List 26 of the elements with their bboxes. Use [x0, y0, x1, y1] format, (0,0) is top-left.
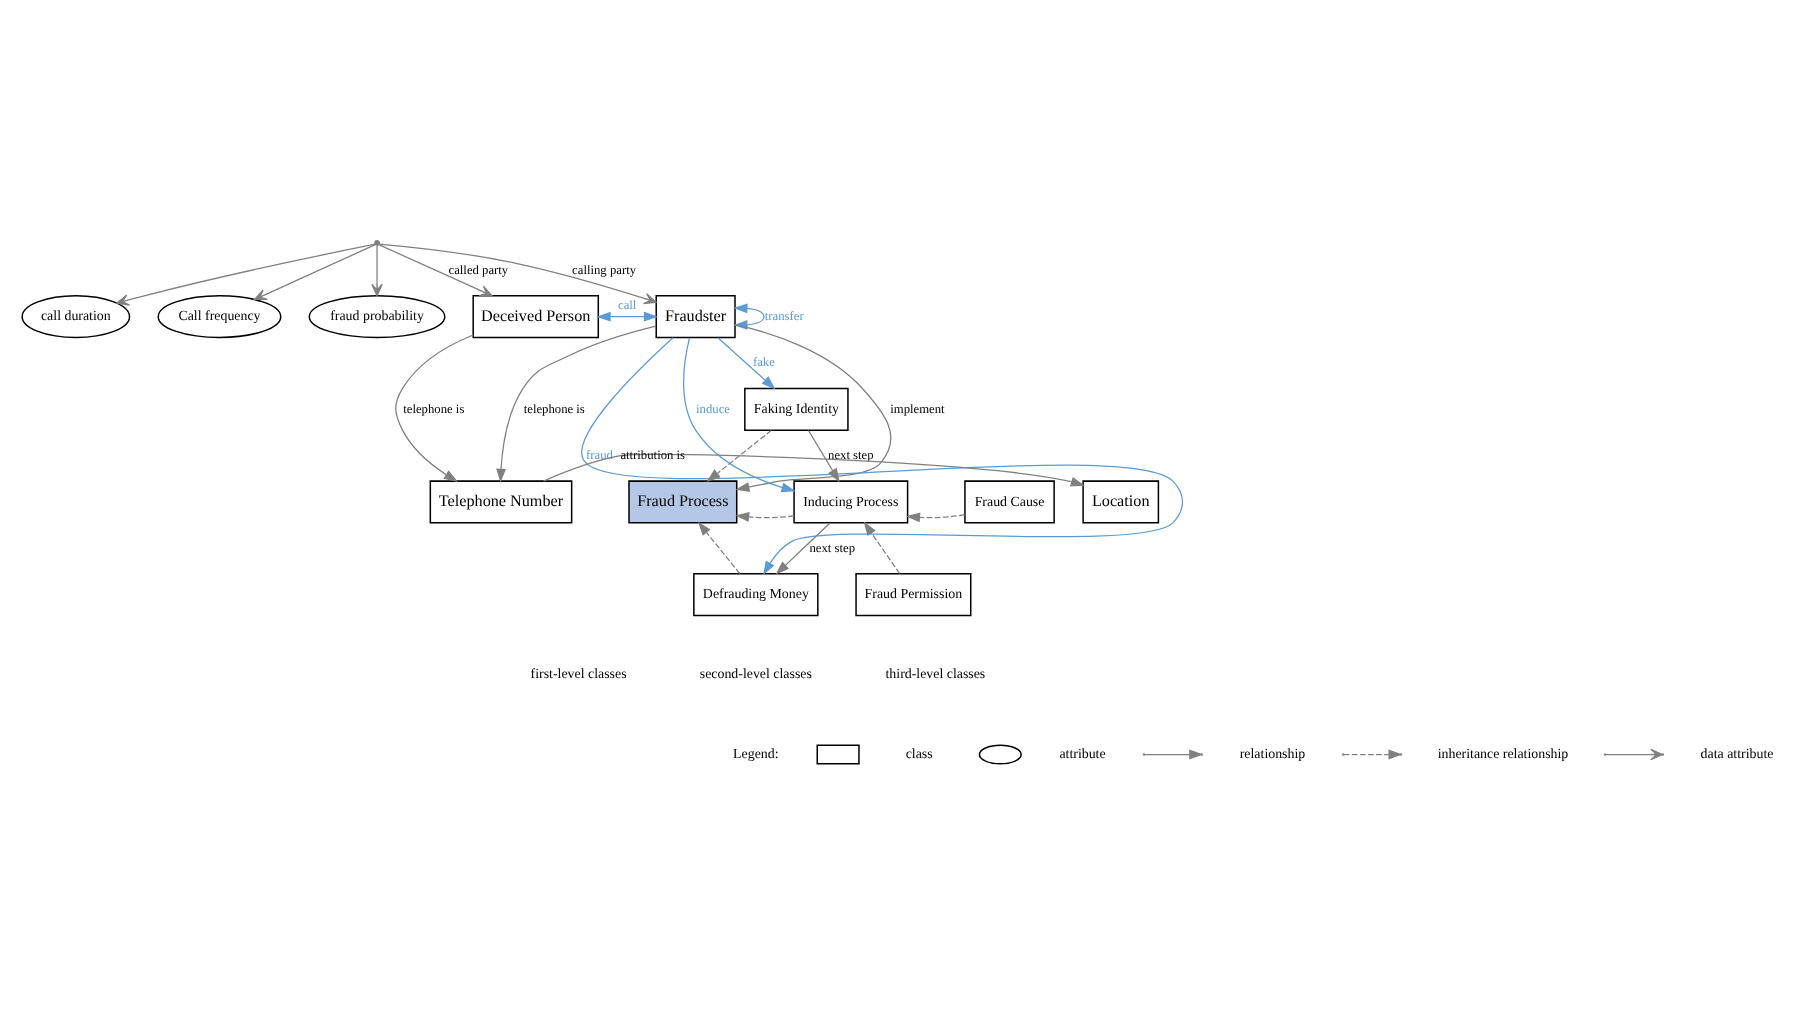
arrow	[775, 521, 831, 574]
arrow	[371, 243, 383, 296]
arrow	[378, 242, 657, 304]
arrow	[717, 336, 776, 389]
arrow	[905, 511, 966, 522]
node-point	[374, 238, 380, 245]
node-box: Fraud Process	[628, 479, 738, 523]
arrow	[697, 520, 741, 574]
arrow	[395, 333, 474, 481]
arrow	[807, 428, 840, 482]
arrow	[378, 243, 493, 296]
arrow	[596, 310, 659, 321]
node-box: Location	[1082, 479, 1160, 523]
arrow	[254, 243, 376, 300]
node-box: Deceived Person	[472, 294, 600, 338]
arrow	[542, 452, 1085, 486]
arrow	[116, 242, 376, 305]
arrow	[581, 336, 1184, 575]
arrow	[496, 324, 657, 482]
node-box: Fraudster	[655, 294, 736, 338]
arrow	[734, 323, 892, 491]
arrow	[735, 511, 795, 521]
arrow	[863, 520, 901, 574]
node-box: Telephone Number	[429, 479, 573, 523]
arrow	[682, 336, 796, 492]
arrow	[706, 428, 772, 481]
